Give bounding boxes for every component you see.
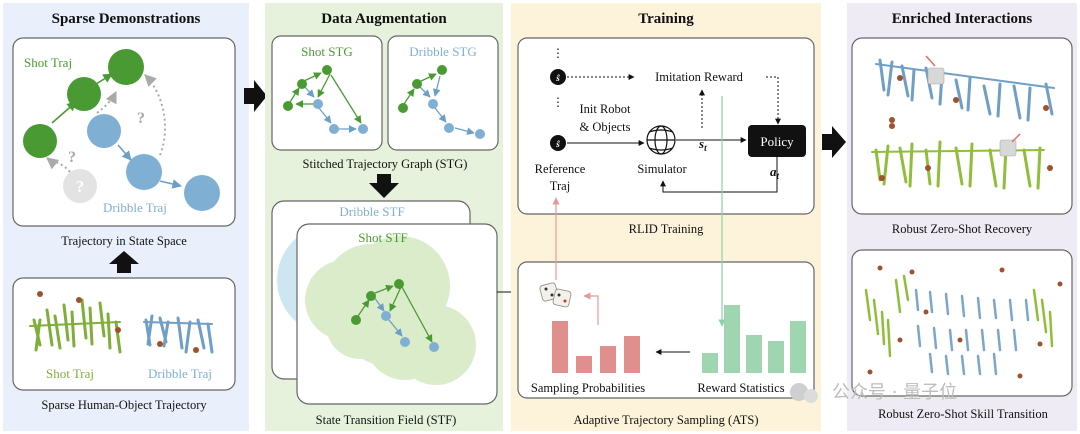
prob-to-dice-arrow bbox=[583, 292, 599, 325]
reward-bar bbox=[702, 353, 718, 373]
human-object-box bbox=[12, 277, 236, 391]
rlid-box bbox=[517, 37, 815, 215]
down-arrow bbox=[369, 174, 399, 198]
init-robot-label: Init Robot bbox=[579, 102, 631, 116]
dribble-node bbox=[126, 154, 162, 190]
dribble-node bbox=[87, 114, 121, 148]
sampling-probabilities-chart bbox=[552, 321, 640, 373]
ats-caption: Adaptive Trajectory Sampling (ATS) bbox=[573, 413, 758, 427]
dots: ⋮ bbox=[552, 95, 564, 109]
unknown-node-mark: ? bbox=[76, 177, 85, 196]
transition-figures bbox=[864, 274, 1054, 376]
reward-to-policy-link bbox=[766, 76, 781, 125]
push-arrow bbox=[925, 55, 936, 67]
ball-icons bbox=[867, 265, 1063, 379]
state-token-icon bbox=[550, 135, 566, 151]
dribble-stg-box bbox=[387, 35, 499, 151]
shot-stg-label: Shot STG bbox=[301, 44, 353, 59]
dribble-stg-graph bbox=[398, 65, 485, 139]
ball-icon bbox=[115, 327, 121, 333]
shot-stf-box bbox=[296, 223, 498, 405]
wechat-icon bbox=[790, 383, 808, 401]
dribble-edge bbox=[117, 144, 132, 161]
simulator-label: Simulator bbox=[637, 162, 687, 176]
state-space-caption: Trajectory in State Space bbox=[61, 234, 187, 248]
action-symbol: at bbox=[770, 164, 780, 181]
shot-stg-graph bbox=[283, 65, 368, 134]
globe-icon bbox=[646, 125, 676, 155]
shot-traj-label: Shot Traj bbox=[24, 55, 72, 70]
ball-icon bbox=[37, 291, 43, 297]
reward-bar bbox=[724, 305, 740, 373]
reference-label: Reference bbox=[535, 162, 586, 176]
bottom-dribble-label: Dribble Traj bbox=[148, 366, 212, 381]
action-feedback-arrow bbox=[660, 157, 778, 193]
reward-statistics-label: Reward Statistics bbox=[697, 381, 784, 395]
dribble-stf-label: Dribble STF bbox=[339, 204, 404, 219]
dribble-traj-label: Dribble Traj bbox=[103, 200, 167, 215]
question-mark: ? bbox=[68, 149, 76, 166]
missing-link bbox=[46, 157, 71, 173]
panel-enriched-title: Enriched Interactions bbox=[892, 11, 1033, 27]
ball-icon bbox=[157, 341, 163, 347]
shot-node bbox=[23, 124, 57, 158]
rlid-caption: RLID Training bbox=[629, 222, 704, 236]
unknown-node bbox=[63, 169, 97, 203]
transition-box bbox=[851, 249, 1073, 397]
shot-node bbox=[108, 49, 144, 85]
dots: ⋮ bbox=[552, 46, 564, 60]
panel-sparse-title: Sparse Demonstrations bbox=[52, 11, 201, 27]
stf-caption: State Transition Field (STF) bbox=[316, 413, 457, 427]
flow-arrow bbox=[822, 126, 846, 158]
reward-bar bbox=[746, 335, 762, 373]
recovery-caption: Robust Zero-Shot Recovery bbox=[892, 222, 1033, 236]
policy-label: Policy bbox=[760, 134, 794, 149]
dribble-motion-figure bbox=[143, 314, 214, 354]
state-token-glyph: ŝ bbox=[555, 73, 560, 83]
box-obstacle-icon bbox=[927, 67, 945, 85]
init-objects-label: & Objects bbox=[579, 120, 630, 134]
dice-icon bbox=[539, 282, 572, 308]
push-arrow bbox=[1011, 133, 1021, 143]
state-symbol: st bbox=[698, 136, 707, 153]
watermark: 公众号 · 量子位 bbox=[790, 382, 957, 403]
probability-bar bbox=[624, 336, 640, 373]
question-mark: ? bbox=[137, 110, 145, 127]
flow-arrow bbox=[244, 80, 267, 112]
policy-box bbox=[748, 125, 806, 157]
reward-bar bbox=[768, 341, 784, 373]
dribble-stg-label: Dribble STG bbox=[409, 44, 477, 59]
imitation-reward-label: Imitation Reward bbox=[655, 70, 744, 84]
box-obstacle-icon bbox=[999, 139, 1017, 157]
reward-statistics-chart bbox=[702, 305, 806, 373]
recovery-box bbox=[851, 37, 1073, 215]
traj-label: Traj bbox=[550, 179, 570, 193]
bottom-caption: Sparse Human-Object Trajectory bbox=[41, 398, 207, 412]
sampling-probabilities-label: Sampling Probabilities bbox=[531, 381, 645, 395]
dribble-node bbox=[184, 175, 220, 211]
transition-caption: Robust Zero-Shot Skill Transition bbox=[878, 407, 1049, 421]
missing-link bbox=[96, 90, 117, 114]
probability-bar bbox=[600, 346, 616, 373]
bottom-shot-label: Shot Traj bbox=[46, 366, 94, 381]
ball-icons bbox=[879, 75, 1053, 181]
panel-augmentation-title: Data Augmentation bbox=[321, 11, 447, 27]
dribble-edge bbox=[159, 179, 182, 189]
panel-training-title: Training bbox=[638, 11, 694, 27]
probability-bar bbox=[552, 321, 568, 373]
ball-icon bbox=[193, 347, 199, 353]
up-arrow bbox=[109, 251, 139, 273]
probability-bar bbox=[576, 356, 592, 373]
reward-bar bbox=[790, 321, 806, 373]
stg-caption: Stitched Trajectory Graph (STG) bbox=[303, 157, 468, 171]
shot-stf-graph bbox=[351, 279, 439, 352]
state-token-icon bbox=[550, 69, 566, 85]
ball-icon bbox=[76, 297, 82, 303]
shot-node bbox=[67, 77, 101, 111]
watermark-text: 公众号 · 量子位 bbox=[832, 382, 957, 403]
shot-motion-figure bbox=[29, 298, 122, 354]
state-token-glyph: ŝ bbox=[555, 139, 560, 149]
shot-stf-label: Shot STF bbox=[358, 230, 408, 245]
